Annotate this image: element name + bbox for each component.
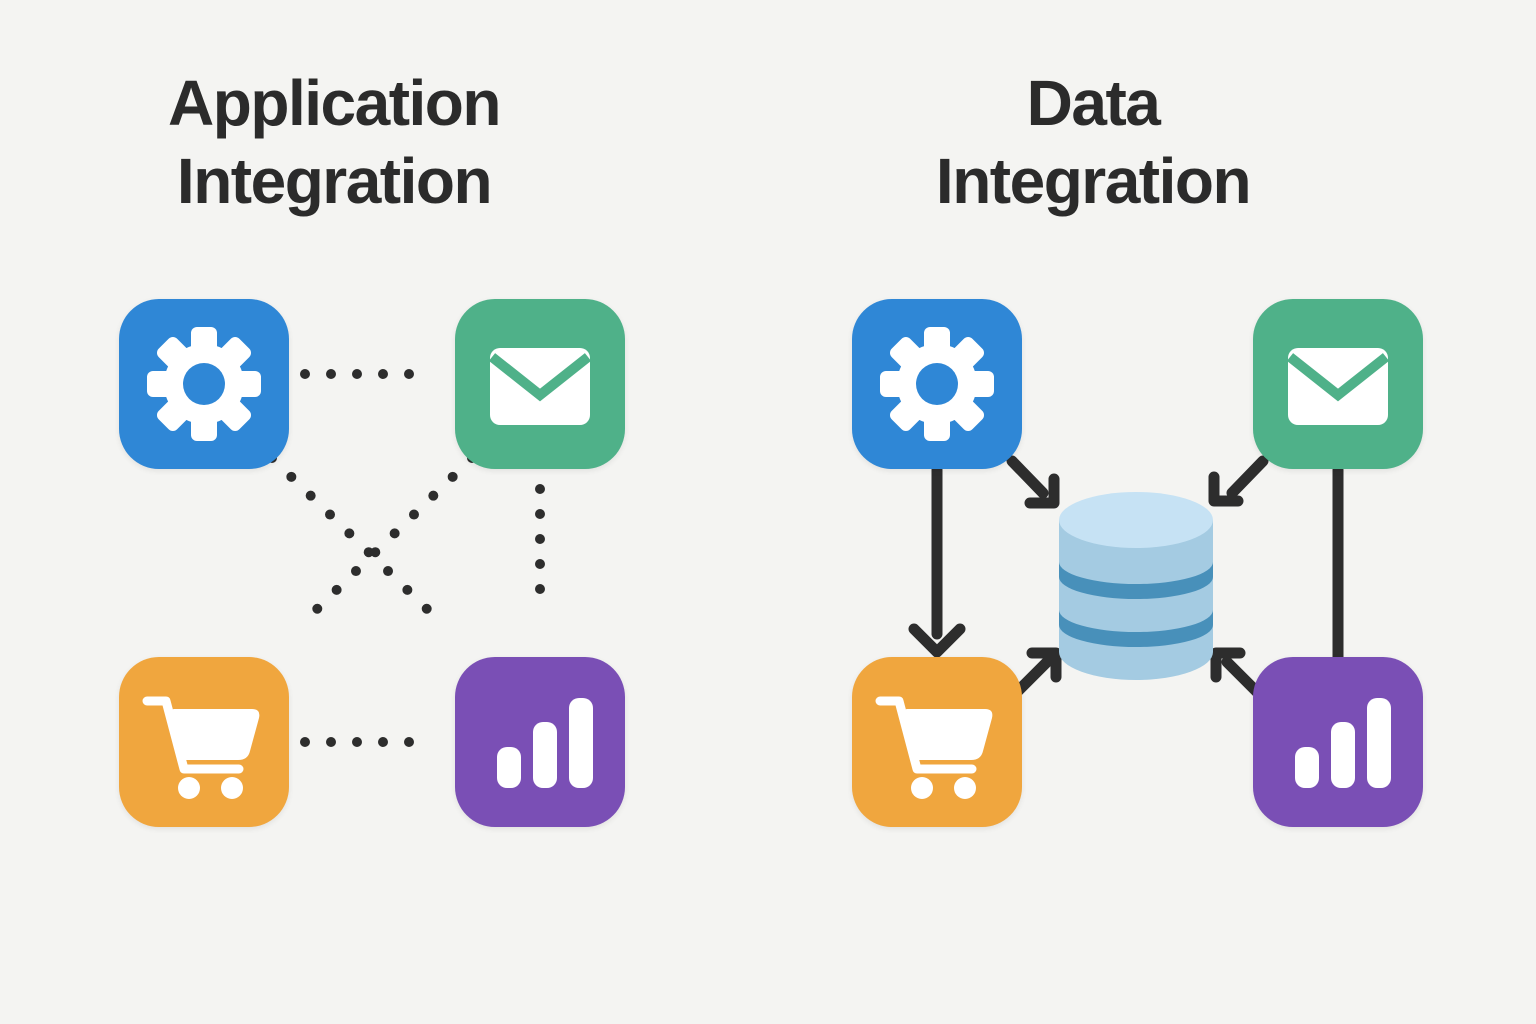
arrow-envelope-to-database-shaft [1226, 455, 1269, 499]
data-integration-title: Data Integration [793, 64, 1393, 220]
arrow-gear-to-database-head [1024, 473, 1060, 509]
application-integration-title-line2: Integration [176, 145, 493, 217]
dotted-mesh-connections [267, 369, 545, 747]
database-top [1059, 492, 1213, 548]
cart-icon [142, 696, 260, 799]
application-integration-title-line1: Application [168, 67, 501, 139]
cart-icon [875, 696, 993, 799]
database-band-upper [1059, 562, 1213, 599]
data-integration-title-line1: Data [1026, 67, 1161, 139]
shopping-cart-app-tile-left [119, 657, 289, 827]
analytics-app-tile-left [455, 657, 625, 827]
settings-app-tile-right [852, 299, 1022, 469]
application-integration-title: Application Integration [34, 64, 634, 220]
arrow-cart-to-database-head [1026, 647, 1062, 683]
bar-chart-icon [1295, 698, 1391, 788]
arrow-envelope-to-database-head [1208, 471, 1244, 507]
arrow-gear-to-database-shaft [1006, 455, 1049, 499]
arrow-gear-to-cart-head [908, 623, 966, 658]
envelope-icon [1286, 348, 1390, 425]
dotted-link-envelope-cart [311, 453, 477, 615]
shopping-cart-app-tile-right [852, 657, 1022, 827]
arrow-chart-to-database-shaft [1221, 656, 1264, 699]
gear-icon [880, 327, 994, 441]
arrow-chart-to-database-head [1210, 647, 1246, 683]
database-cylinder-icon [1059, 492, 1213, 680]
settings-app-tile-left [119, 299, 289, 469]
dotted-link-gear-chart [267, 453, 433, 615]
bar-chart-icon [497, 698, 593, 788]
data-integration-title-line2: Integration [935, 145, 1252, 217]
database-band-lower [1059, 610, 1213, 647]
envelope-icon [488, 348, 592, 425]
email-app-tile-left [455, 299, 625, 469]
email-app-tile-right [1253, 299, 1423, 469]
gear-icon [147, 327, 261, 441]
analytics-app-tile-right [1253, 657, 1423, 827]
